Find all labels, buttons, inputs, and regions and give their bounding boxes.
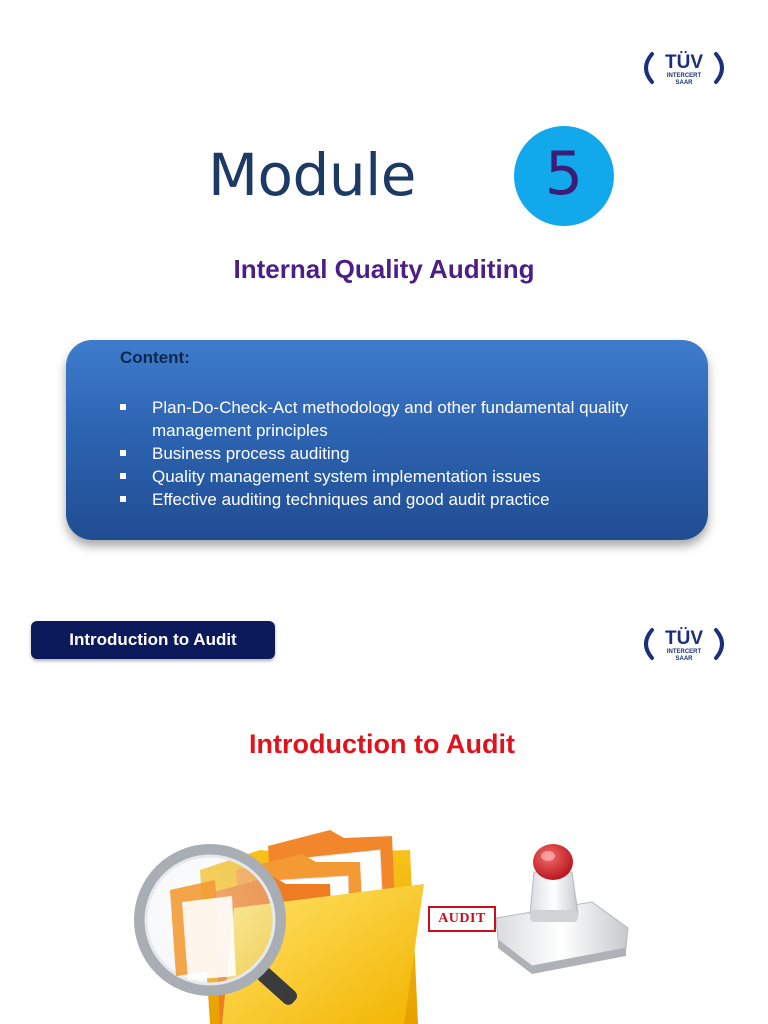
module-subtitle: Internal Quality Auditing <box>233 254 535 284</box>
list-item-text: Quality management system implementation… <box>152 467 541 486</box>
audit-stamp-label: AUDIT <box>428 906 496 932</box>
logo-saar-text: SAAR <box>675 656 693 662</box>
audit-illustration <box>134 830 629 1024</box>
section-tab: Introduction to Audit <box>31 621 275 659</box>
stamp-icon <box>495 844 629 974</box>
bullet-icon <box>120 473 126 479</box>
logo-intercert-text: INTERCERT <box>667 649 702 655</box>
tuv-logo-top: TÜV INTERCERT SAAR <box>638 46 730 90</box>
content-panel: Content: Plan-Do-Check-Act methodology a… <box>66 340 708 540</box>
magnifier-icon <box>134 844 297 1005</box>
module-number: 5 <box>544 139 584 209</box>
list-item-text: Effective auditing techniques and good a… <box>152 490 550 509</box>
tuv-logo-bottom: TÜV INTERCERT SAAR <box>638 622 730 666</box>
bullet-icon <box>120 450 126 456</box>
list-item: Business process auditing <box>120 442 700 465</box>
list-item: Quality management system implementation… <box>120 465 700 488</box>
logo-intercert-text: INTERCERT <box>667 73 702 79</box>
module-title: Module <box>208 141 416 209</box>
module-number-badge: 5 <box>514 126 614 226</box>
list-item-text: Plan-Do-Check-Act methodology and other … <box>152 398 629 440</box>
list-item: Effective auditing techniques and good a… <box>120 488 700 511</box>
content-heading: Content: <box>120 348 190 367</box>
bullet-icon <box>120 496 126 502</box>
logo-tuv-text: TÜV <box>665 628 703 649</box>
logo-tuv-text: TÜV <box>665 52 703 73</box>
list-item: Plan-Do-Check-Act methodology and other … <box>120 396 700 442</box>
bullet-icon <box>120 404 126 410</box>
list-item-text: Business process auditing <box>152 444 350 463</box>
logo-saar-text: SAAR <box>675 80 693 86</box>
intro-title: Introduction to Audit <box>249 729 515 759</box>
content-list: Plan-Do-Check-Act methodology and other … <box>120 396 700 511</box>
